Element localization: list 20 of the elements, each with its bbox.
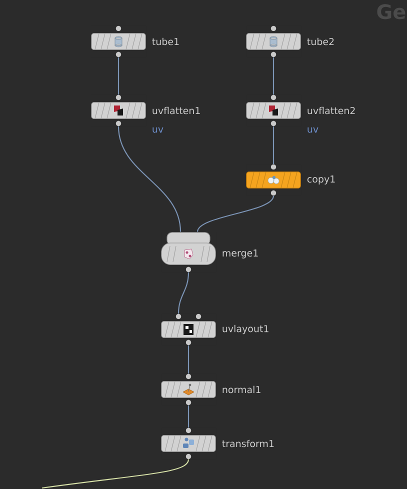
wire (178, 272, 190, 314)
wire (197, 196, 274, 232)
node-name: merge1 (222, 250, 258, 258)
wire (118, 57, 120, 95)
node-name: copy1 (307, 176, 335, 184)
node-name: uvlayout1 (222, 324, 268, 334)
wire (42, 459, 190, 489)
node-name: tube2 (307, 38, 334, 46)
wire (272, 57, 274, 95)
wire (188, 405, 190, 428)
node-name: uvflatten1 (152, 106, 200, 114)
node-name: normal1 (222, 386, 260, 394)
attribute-label: uv (152, 127, 164, 133)
attribute-label: uv (308, 127, 318, 133)
wire (188, 345, 190, 374)
wire (118, 126, 182, 232)
wire (272, 126, 274, 164)
node-name: transform1 (222, 440, 274, 448)
node-name: uvflatten2 (308, 106, 355, 114)
node-name: tube1 (152, 38, 179, 46)
